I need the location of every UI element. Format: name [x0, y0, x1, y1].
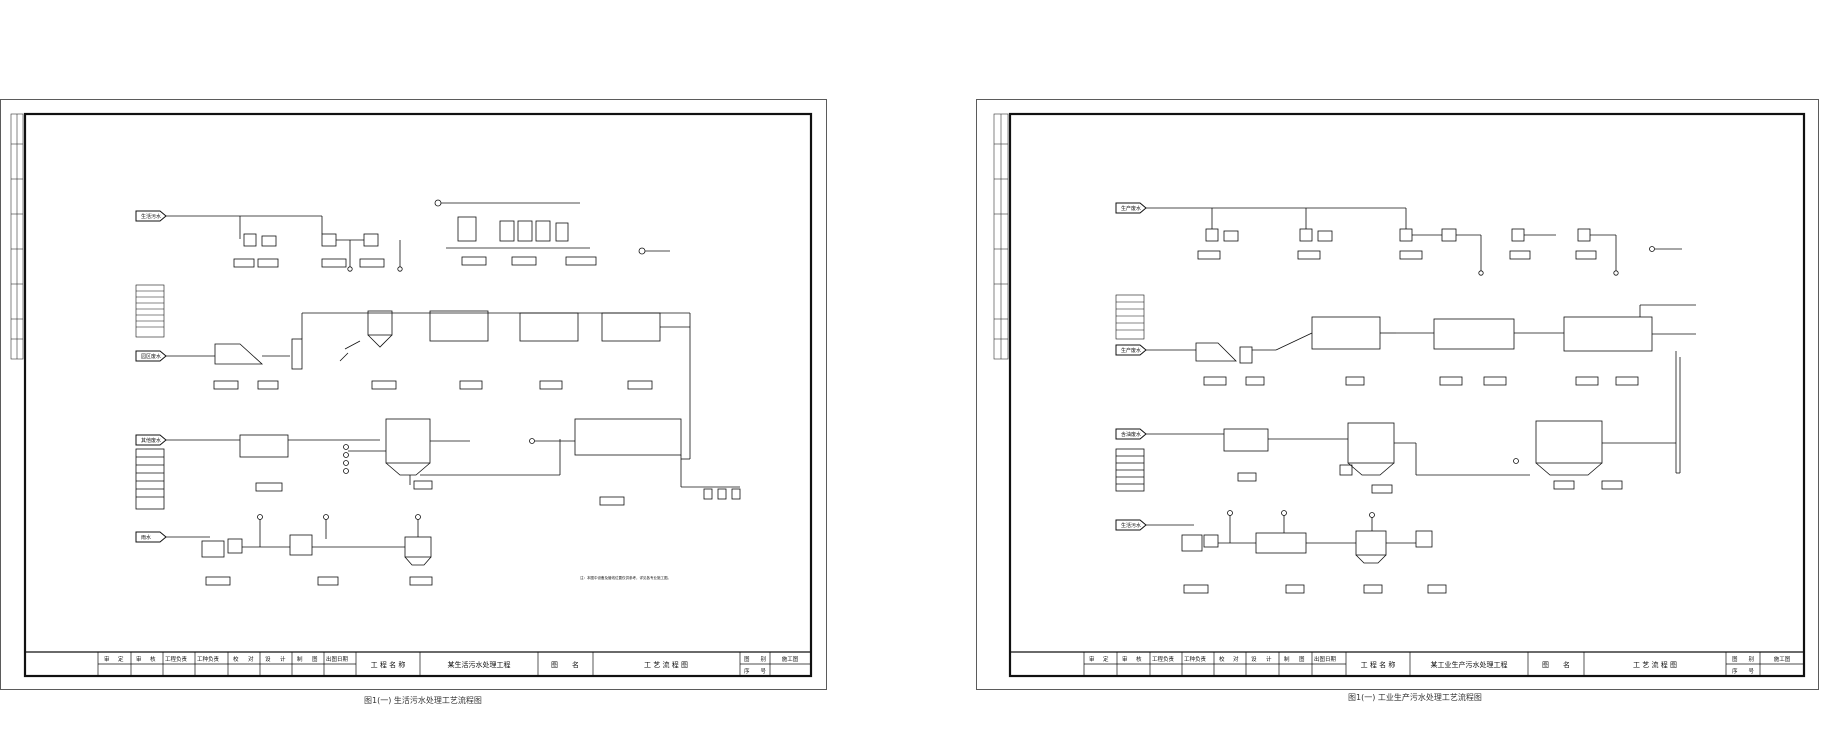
inlet-label: 园区废水 — [141, 353, 161, 360]
drawing-name-label: 图 名 — [551, 660, 579, 669]
flow-line-1 — [1115, 202, 1682, 276]
figure-caption-2: 图1(一) 工业生产污水处理工艺流程图 — [1348, 693, 1482, 702]
sheet-border — [976, 99, 1819, 690]
flow-line-3 — [135, 418, 741, 510]
title-block-1 — [25, 651, 811, 676]
flow-line-1 — [135, 210, 403, 272]
inlet-label: 生活污水 — [1121, 522, 1141, 529]
title-block-cell: 图 — [1299, 655, 1305, 663]
sheet-type-label: 图 别 — [1732, 655, 1754, 663]
title-block-cell: 设 — [265, 655, 271, 663]
title-block-cell: 核 — [1136, 655, 1142, 663]
inlet-label: 生活污水 — [141, 213, 161, 220]
binding-strip — [10, 113, 24, 360]
figure-caption-1: 图1(一) 生活污水处理工艺流程图 — [364, 696, 482, 705]
title-block-cell: 对 — [1233, 655, 1239, 663]
sheet-type: 施工图 — [1774, 655, 1791, 663]
title-block-cell: 对 — [248, 655, 254, 663]
title-block-cell: 工程负责 — [165, 655, 188, 663]
sheet-type: 施工图 — [782, 655, 799, 663]
title-block-cell: 制 — [1284, 655, 1290, 663]
title-block-cell: 审 — [104, 655, 110, 663]
drawing-name: 工 艺 流 程 图 — [1633, 660, 1677, 669]
title-block-2 — [1010, 651, 1804, 676]
drawing-sheet-2: 生产废水 生产废水 含油废水 生活污水 审 定 审 核 工程负责 工种负责 校 … — [976, 99, 1824, 691]
dosing-station — [434, 199, 670, 266]
drawing-frame — [1008, 112, 1806, 678]
title-block-cell: 核 — [150, 655, 156, 663]
drawing-sheet-1: 生活污水 园区废水 其他废水 雨水 注：本图中设备及管线位置仅供参考，详见各专业… — [0, 99, 830, 691]
binding-strip — [993, 113, 1009, 360]
inlet-label: 雨水 — [141, 534, 151, 541]
title-block-cell: 出图日期 — [326, 655, 349, 663]
project-name: 某生活污水处理工程 — [448, 660, 511, 669]
title-block-cell: 审 — [1122, 655, 1128, 663]
title-block-cell: 图 — [312, 655, 318, 663]
title-block-cell: 工程负责 — [1152, 655, 1175, 663]
title-block-cell: 计 — [280, 655, 286, 663]
title-block-cell: 定 — [118, 655, 124, 663]
title-block-cell: 工种负责 — [197, 655, 220, 663]
title-block-cell: 校 — [233, 655, 239, 663]
flow-line-4 — [1115, 510, 1447, 594]
title-block-cell: 制 — [297, 655, 303, 663]
flow-line-4 — [135, 514, 433, 586]
title-block-cell: 设 — [1251, 655, 1257, 663]
flow-line-3 — [1115, 351, 1681, 494]
flow-line-2 — [135, 310, 691, 459]
flow-line-2 — [1115, 304, 1696, 386]
process-flow-diagram-2: 生产废水 生产废水 含油废水 生活污水 审 定 审 核 工程负责 工种负责 校 … — [976, 99, 1819, 690]
drawing-name: 工 艺 流 程 图 — [644, 660, 688, 669]
sheet-border — [0, 99, 827, 690]
title-block-cell: 审 — [1089, 655, 1095, 663]
drawing-name-label: 图 名 — [1542, 660, 1570, 669]
inlet-label: 生产废水 — [1121, 205, 1141, 212]
influent-quality-table-1 — [1115, 294, 1145, 340]
inlet-label: 生产废水 — [1121, 347, 1141, 354]
project-name-label: 工 程 名 称 — [1361, 660, 1396, 669]
sheet-number-label: 序 号 — [1732, 667, 1755, 675]
project-name: 某工业生产污水处理工程 — [1431, 660, 1508, 669]
sheet-type-label: 图 别 — [744, 655, 766, 663]
project-name-label: 工 程 名 称 — [371, 660, 406, 669]
drawing-note: 注：本图中设备及管线位置仅供参考，详见各专业施工图。 — [580, 575, 671, 580]
title-block-cell: 审 — [136, 655, 142, 663]
title-block-cell: 定 — [1103, 655, 1109, 663]
sheet-number-label: 序 号 — [744, 667, 767, 675]
title-block-cell: 工种负责 — [1184, 655, 1207, 663]
title-block-cell: 计 — [1266, 655, 1272, 663]
influent-quality-table-1 — [135, 284, 165, 338]
title-block-cell: 出图日期 — [1314, 655, 1337, 663]
title-block-cell: 校 — [1219, 655, 1225, 663]
process-flow-diagram-1: 生活污水 园区废水 其他废水 雨水 注：本图中设备及管线位置仅供参考，详见各专业… — [0, 99, 827, 690]
inlet-label: 含油废水 — [1121, 431, 1141, 438]
drawing-frame — [23, 112, 813, 678]
inlet-label: 其他废水 — [141, 437, 161, 444]
